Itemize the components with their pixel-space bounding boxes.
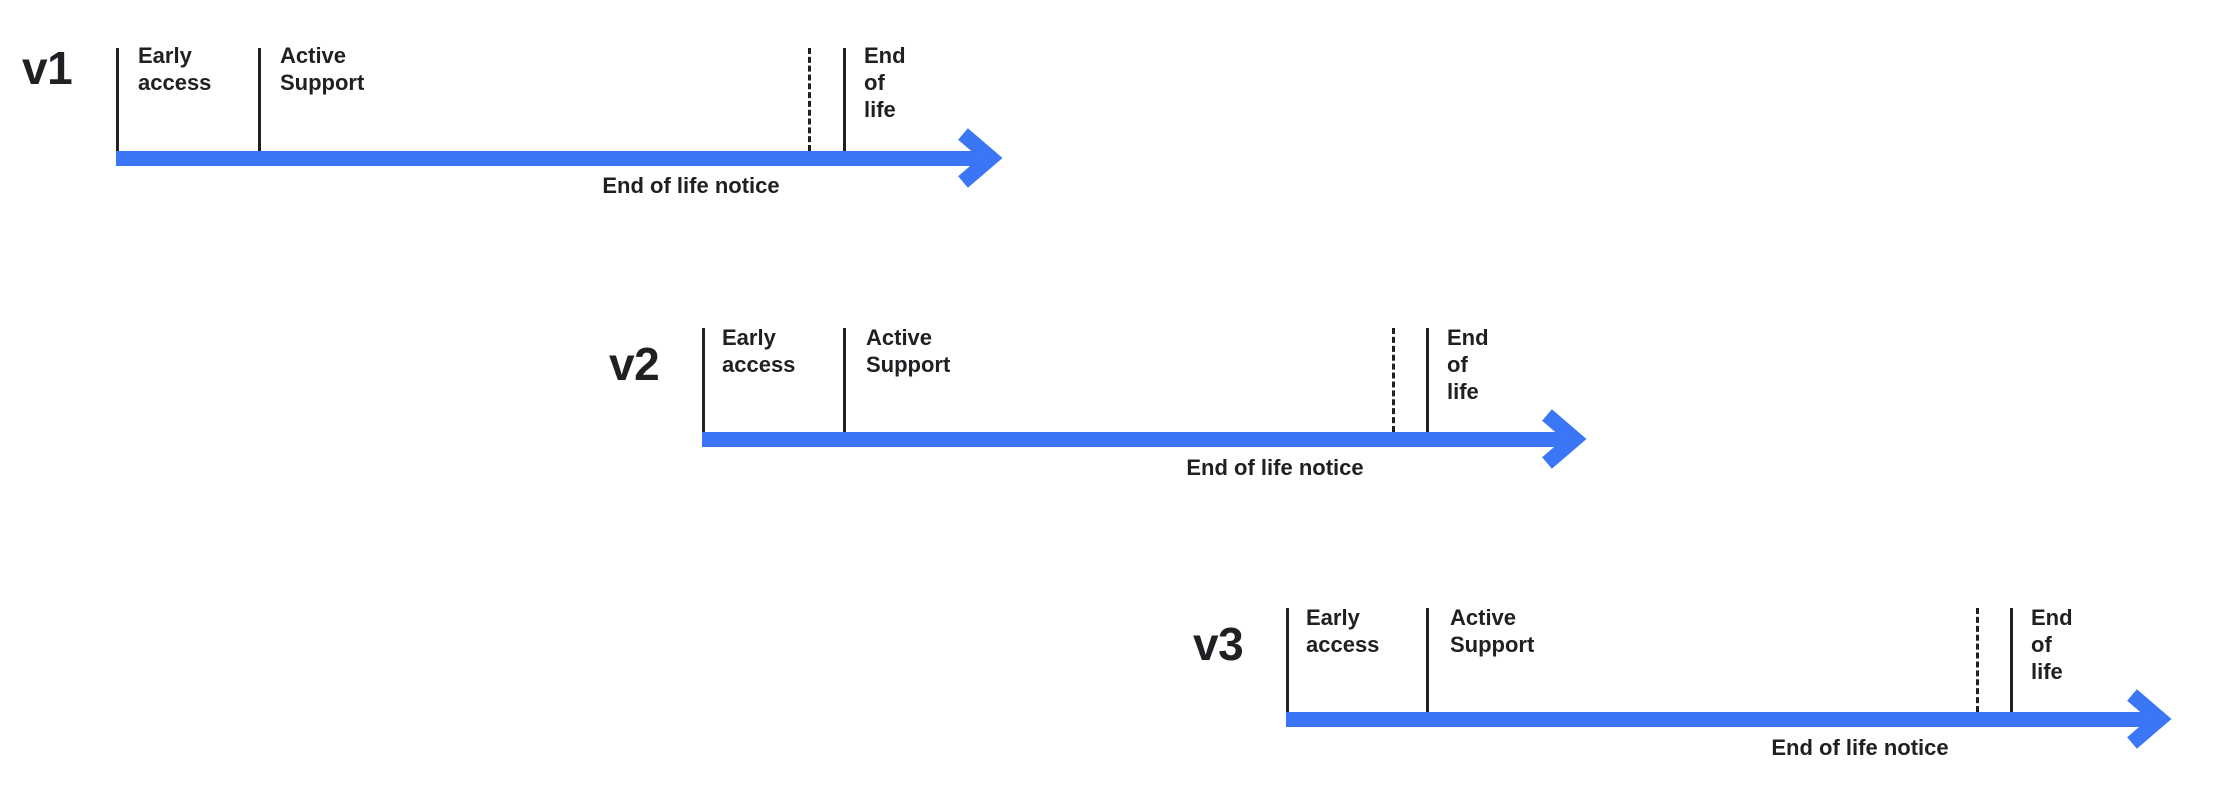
arrow-head-icon [1542,409,1587,469]
phase-label-active-support: Active Support [280,43,365,95]
timeline-bar-v3 [1286,712,2148,727]
phase-label-end-of-life: End of life [864,43,906,122]
phase-divider-early-access-start [116,48,119,151]
phase-divider-end-of-life-notice [1976,608,1979,712]
phase-divider-end-of-life-notice [1392,328,1395,432]
phase-divider-end-of-life-start [843,48,846,151]
end-of-life-notice-label: End of life notice [1186,455,1364,480]
phase-divider-active-support-start [843,328,846,432]
arrow-head-icon [958,128,1003,188]
version-label-v3: v3 [1193,618,1244,670]
version-label-v1: v1 [22,42,73,94]
phase-divider-active-support-start [258,48,261,151]
timeline-bar-v2 [702,432,1563,447]
phase-divider-end-of-life-start [2010,608,2013,712]
phase-label-early-access: Early access [138,43,212,95]
phase-label-active-support: Active Support [866,325,951,377]
end-of-life-notice-label: End of life notice [602,173,780,198]
arrow-head-icon [2127,689,2172,749]
phase-divider-end-of-life-notice [808,48,811,151]
timeline-bar-v1 [116,151,979,166]
version-label-v2: v2 [609,338,660,390]
phase-divider-active-support-start [1426,608,1429,712]
phase-label-end-of-life: End of life [2031,605,2073,684]
phase-label-early-access: Early access [722,325,796,377]
phase-label-active-support: Active Support [1450,605,1535,657]
phase-divider-end-of-life-start [1426,328,1429,432]
phase-divider-early-access-start [1286,608,1289,712]
phase-label-early-access: Early access [1306,605,1380,657]
phase-label-end-of-life: End of life [1447,325,1489,404]
phase-divider-early-access-start [702,328,705,432]
end-of-life-notice-label: End of life notice [1771,735,1949,760]
